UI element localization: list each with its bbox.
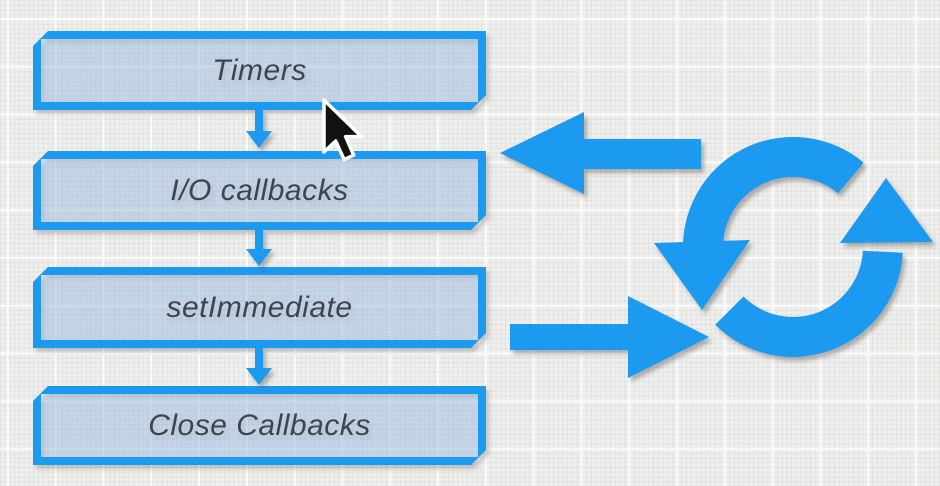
arrow-left-icon <box>500 112 701 194</box>
phase-box-frame: Timers <box>33 31 486 110</box>
phase-box-frame: I/O callbacks <box>33 151 486 230</box>
arrow-down-icon <box>246 347 272 385</box>
arrow-down-icon <box>246 109 272 148</box>
cycle-refresh-icon <box>654 136 933 357</box>
phase-box-timers: Timers <box>33 31 486 110</box>
phase-label-close-callbacks: Close Callbacks <box>148 408 371 442</box>
phase-box-frame: Close Callbacks <box>33 386 486 465</box>
phase-label-set-immediate: setImmediate <box>166 290 353 324</box>
phase-box-io-callbacks: I/O callbacks <box>33 151 486 230</box>
phase-box-set-immediate: setImmediate <box>33 267 486 348</box>
arrow-down-icon <box>246 229 272 266</box>
arrow-right-icon <box>510 296 709 378</box>
phase-box-close-callbacks: Close Callbacks <box>33 386 486 465</box>
phase-label-io-callbacks: I/O callbacks <box>170 173 349 207</box>
phase-box-frame: setImmediate <box>33 267 486 348</box>
phase-label-timers: Timers <box>212 53 307 87</box>
